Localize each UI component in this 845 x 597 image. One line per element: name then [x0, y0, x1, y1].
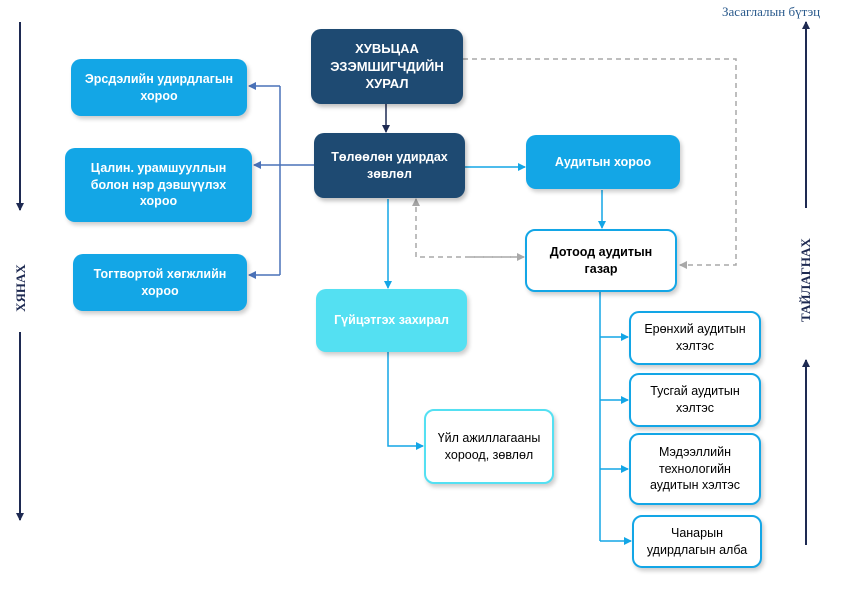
arrow-ceo-exec: [387, 352, 424, 450]
right-axis-label: ТАЙЛАГНАХ: [798, 238, 813, 322]
node-special-audit: Тусгай аудитын хэлтэс: [629, 373, 761, 427]
node-risk-committee: Эрсдэлийн удирдлагын хороо: [71, 59, 247, 116]
node-shareholders: ХУВЬЦАА ЭЗЭМШИГЧДИЙН ХУРАЛ: [311, 29, 463, 104]
node-sustainability-committee-label: Тогтвортой хөгжлийн хороо: [93, 266, 227, 298]
node-it-audit: Мэдээллийн технологийн аудитын хэлтэс: [629, 433, 761, 505]
node-general-audit-label: Ерөнхий аудитын хэлтэс: [644, 322, 746, 353]
node-special-audit-label: Тусгай аудитын хэлтэс: [650, 384, 740, 415]
node-it-audit-label: Мэдээллийн технологийн аудитын хэлтэс: [649, 444, 740, 493]
node-internal-audit-label: Дотоод аудитын газар: [549, 244, 653, 276]
node-audit-committee-label: Аудитын хороо: [554, 154, 652, 169]
node-ceo: Гүйцэтгэх захирал: [316, 289, 467, 352]
node-exec-committees-label: Үйл ажиллагааны хороод, зөвлөл: [437, 430, 541, 462]
node-sustainability-committee: Тогтвортой хөгжлийн хороо: [73, 254, 247, 311]
node-quality-label: Чанарын удирдлагын алба: [646, 525, 748, 557]
node-remuneration-committee-label: Цалин. урамшууллын болон нэр дэвшүүлэх х…: [90, 160, 227, 209]
node-board-label: Төлөөлөн удирдах зөвлөл: [331, 149, 448, 181]
node-board: Төлөөлөн удирдах зөвлөл: [314, 133, 465, 198]
dashed-board-internal: [412, 198, 524, 258]
node-risk-committee-label: Эрсдэлийн удирдлагын хороо: [84, 71, 234, 103]
node-audit-committee: Аудитын хороо: [526, 135, 680, 189]
corner-label: Засаглалын бүтэц: [722, 4, 821, 19]
node-ceo-label: Гүйцэтгэх захирал: [334, 313, 449, 328]
dashed-shareholders-internal: [463, 58, 737, 269]
node-general-audit: Ерөнхий аудитын хэлтэс: [629, 311, 761, 365]
node-remuneration-committee: Цалин. урамшууллын болон нэр дэвшүүлэх х…: [65, 148, 252, 222]
node-shareholders-label: ХУВЬЦАА ЭЗЭМШИГЧДИЙН ХУРАЛ: [330, 41, 444, 92]
node-internal-audit: Дотоод аудитын газар: [525, 229, 677, 292]
left-axis-label: ХЯНАХ: [13, 264, 28, 312]
node-exec-committees: Үйл ажиллагааны хороод, зөвлөл: [424, 409, 554, 484]
node-quality: Чанарын удирдлагын алба: [632, 515, 762, 568]
